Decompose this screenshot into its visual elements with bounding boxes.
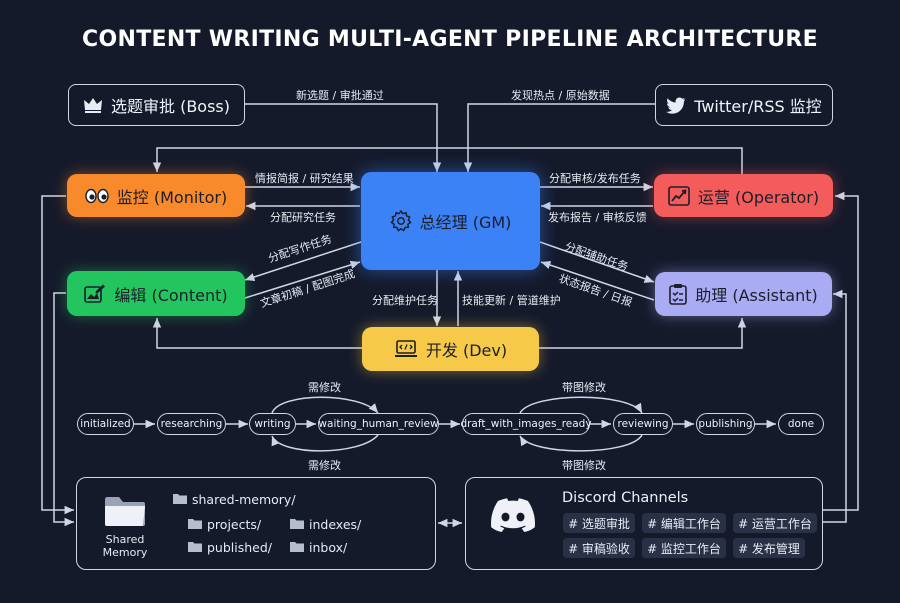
twitter-node: Twitter/RSS 监控: [655, 84, 833, 126]
pipe-loop-2-top: [519, 396, 643, 414]
edge-assistant-to-gm: [540, 261, 655, 301]
memory-icon-label-2: Memory: [102, 546, 148, 559]
state-waiting-human-review: waiting_human_review: [318, 413, 439, 435]
memory-folder-published: published/: [188, 540, 272, 555]
channel-tag: # 选题审批: [563, 513, 635, 533]
monitor-agent: 监控 (Monitor): [67, 174, 245, 217]
content-agent: 编辑 (Content): [67, 271, 245, 316]
clipboard-icon: [669, 283, 688, 305]
content-label: 编辑 (Content): [114, 285, 228, 305]
loop-label-1-top: 需修改: [308, 381, 341, 394]
edge-label-boss-gm: 新选题 / 审批通过: [296, 89, 384, 102]
edge-label-gm-to-dev: 分配维护任务: [372, 294, 438, 307]
gm-label: 总经理 (GM): [419, 213, 512, 232]
edge-label-dev-to-gm: 技能更新 / 管道维护: [462, 294, 561, 307]
channel-tag: # 编辑工作台: [642, 513, 726, 533]
edge-right-bus-assistant: [822, 289, 847, 523]
edge-label-monitor-to-gm: 情报简报 / 研究结果: [255, 172, 354, 185]
memory-folder-inbox: inbox/: [290, 540, 347, 555]
memory-folder-label: published/: [207, 540, 273, 555]
eyes-icon: [85, 188, 109, 204]
edge-gm-to-content: [244, 241, 362, 282]
channel-tag: # 监控工作台: [642, 538, 726, 558]
memory-folder-label: inbox/: [309, 540, 348, 555]
channel-tag: # 审稿验收: [563, 538, 635, 558]
edge-left-bus-content: [53, 292, 74, 527]
state-initialized: initialized: [77, 413, 134, 435]
chart-icon: [668, 185, 690, 206]
edit-icon: [84, 284, 106, 304]
channel-tag: # 运营工作台: [733, 513, 817, 533]
edge-twitter-gm: [463, 103, 655, 172]
pipe-loop-1-top: [271, 396, 379, 414]
state-researching: researching: [157, 413, 226, 435]
dev-agent: 开发 (Dev): [362, 327, 539, 371]
twitter-icon: [666, 97, 686, 114]
boss-label: 选题审批 (Boss): [110, 97, 230, 116]
edge-dev-to-assistant: [539, 318, 747, 349]
operator-label: 运营 (Operator): [697, 187, 820, 207]
edge-left-bus-top: [41, 195, 74, 515]
edge-boss-gm: [245, 103, 442, 172]
folder-icon: [103, 494, 147, 532]
state-writing: writing: [249, 413, 296, 435]
edge-label-twitter-gm: 发现热点 / 原始数据: [511, 89, 610, 102]
state-draft-with-images-ready: draft_with_images_ready: [460, 413, 592, 435]
laptop-icon: [394, 340, 418, 358]
edge-gm-to-assistant: [539, 241, 655, 283]
loop-label-2-bottom: 带图修改: [562, 459, 606, 472]
discord-title: Discord Channels: [562, 490, 689, 506]
loop-label-1-bottom: 需修改: [308, 459, 341, 472]
edge-dev-to-content: [152, 318, 362, 349]
dev-label: 开发 (Dev): [425, 341, 508, 360]
folder-icon: [290, 540, 304, 555]
edge-label-gm-to-monitor: 分配研究任务: [270, 211, 336, 224]
operator-agent: 运营 (Operator): [654, 174, 833, 217]
state-publishing: publishing: [696, 413, 755, 435]
memory-root-label: shared-memory/: [192, 492, 296, 507]
gear-icon: [390, 210, 412, 232]
twitter-label: Twitter/RSS 监控: [694, 97, 822, 116]
folder-icon: [188, 540, 202, 555]
assistant-agent: 助理 (Assistant): [655, 272, 832, 316]
folder-icon: [173, 492, 187, 507]
edge-content-to-gm: [244, 260, 361, 299]
pipe-loop-2-bottom: [519, 434, 643, 452]
edge-right-bus-top: [822, 191, 859, 511]
state-done: done: [778, 413, 824, 435]
memory-folder-label: projects/: [207, 517, 262, 532]
state-reviewing: reviewing: [613, 413, 673, 435]
assistant-label: 助理 (Assistant): [695, 286, 818, 305]
loop-label-2-top: 带图修改: [562, 381, 606, 394]
memory-root: shared-memory/: [173, 492, 296, 507]
diagram-title: CONTENT WRITING MULTI-AGENT PIPELINE ARC…: [82, 27, 818, 52]
edge-top-loop: [152, 147, 743, 174]
discord-icon: [490, 498, 536, 536]
folder-icon: [290, 517, 304, 532]
memory-folder-label: indexes/: [309, 517, 362, 532]
monitor-label: 监控 (Monitor): [116, 187, 228, 207]
memory-icon-label-1: Shared: [105, 533, 145, 546]
edge-label-operator-to-gm: 发布报告 / 审核反馈: [548, 211, 647, 224]
pipe-loop-1-bottom: [271, 434, 379, 452]
memory-folder-projects: projects/: [188, 517, 261, 532]
crown-icon: [83, 96, 103, 114]
edge-label-gm-to-operator: 分配审核/发布任务: [549, 172, 641, 185]
channel-tag: # 发布管理: [733, 538, 805, 558]
boss-node: 选题审批 (Boss): [68, 84, 245, 126]
gm-agent: 总经理 (GM): [361, 172, 540, 270]
memory-folder-indexes: indexes/: [290, 517, 361, 532]
folder-icon: [188, 517, 202, 532]
